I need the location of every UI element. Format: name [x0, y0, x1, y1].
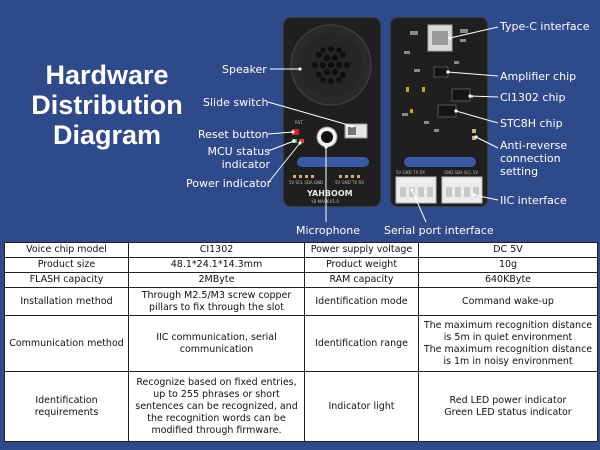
power-led-icon [299, 139, 304, 143]
spec-label: Power supply voltage [304, 242, 419, 258]
diagram-title: Hardware Distribution Diagram [22, 60, 192, 150]
spec-value: Red LED power indicator Green LED status… [418, 371, 598, 442]
spec-value-line: The maximum recognition distance is 1m i… [423, 343, 593, 367]
spec-value: 640KByte [418, 272, 598, 288]
spec-label: RAM capacity [304, 272, 419, 288]
callout-microphone: Microphone [296, 224, 361, 237]
anti-reverse-pads-icon [472, 129, 476, 140]
spec-label: Identification requirements [4, 371, 129, 442]
callout-power-indicator: Power indicator [186, 177, 272, 190]
table-row: FLASH capacity 2MByte RAM capacity 640KB… [4, 272, 598, 288]
back-mount-slot [404, 157, 476, 167]
callout-amplifier: Amplifier chip [500, 70, 577, 83]
reset-button-icon [292, 129, 299, 135]
spec-value: Through M2.5/M3 screw copper pillars to … [128, 287, 305, 316]
title-line-3: Diagram [52, 120, 162, 150]
spec-value: Recognize based on fixed entries, up to … [128, 371, 305, 442]
callout-iic: IIC interface [500, 194, 567, 207]
title-line-2: Distribution [31, 90, 183, 120]
spec-value: 10g [418, 257, 598, 273]
spec-value-line: Green LED status indicator [444, 406, 572, 418]
spec-value: DC 5V [418, 242, 598, 258]
board-front: RST 5V SCL SDA GND 5V GND TX RX YAHBOOM … [283, 17, 381, 207]
spec-value: 2MByte [128, 272, 305, 288]
spec-label: Communication method [4, 315, 129, 372]
spec-label: Product size [4, 257, 129, 273]
table-row: Product size 48.1*24.1*14.3mm Product we… [4, 257, 598, 273]
table-row: Communication method IIC communication, … [4, 315, 598, 372]
callout-stc8h: STC8H chip [500, 117, 563, 130]
spec-label: Product weight [304, 257, 419, 273]
table-row: Voice chip model CI1302 Power supply vol… [4, 242, 598, 258]
spec-label: Identification range [304, 315, 419, 372]
spec-value: IIC communication, serial communication [128, 315, 305, 372]
spec-table: Voice chip model CI1302 Power supply vol… [4, 242, 598, 442]
callout-serial-port: Serial port interface [384, 224, 494, 237]
callout-mcu-status: MCU status indicator [207, 145, 270, 171]
speaker-holes [312, 46, 350, 84]
front-pin-headers [293, 175, 360, 178]
callout-slide-switch: Slide switch [203, 96, 269, 109]
callout-ci1302: CI1302 chip [500, 91, 566, 104]
callout-anti-reverse: Anti-reverse connection setting [500, 139, 568, 178]
mount-slot [297, 157, 369, 167]
table-row: Identification requirements Recognize ba… [4, 371, 598, 442]
spec-label: Installation method [4, 287, 129, 316]
spec-label: Indicator light [304, 371, 419, 442]
board-front-graphic [290, 24, 372, 178]
spec-value: The maximum recognition distance is 5m i… [418, 315, 598, 372]
title-line-1: Hardware [45, 60, 169, 90]
spec-value-line: Red LED power indicator [449, 394, 567, 406]
callout-lines [267, 26, 499, 223]
back-silk-pins-right: GND SDA SCL 5V [444, 170, 479, 175]
front-silk-pins-left: 5V SCL SDA GND [289, 180, 324, 185]
table-row: Installation method Through M2.5/M3 scre… [4, 287, 598, 316]
callout-type-c: Type-C interface [500, 20, 590, 33]
spec-value: 48.1*24.1*14.3mm [128, 257, 305, 273]
back-silk-pins-left: 5V GND TX RX [396, 170, 425, 175]
callout-reset-button: Reset button [198, 128, 269, 141]
spec-label: Identification mode [304, 287, 419, 316]
front-model: YB-MASK-V1.0 [311, 199, 339, 204]
spec-label: Voice chip model [4, 242, 129, 258]
spec-value: CI1302 [128, 242, 305, 258]
spec-value: Command wake-up [418, 287, 598, 316]
callout-speaker: Speaker [222, 63, 267, 76]
board-back-graphic [395, 24, 483, 204]
spec-value-line: The maximum recognition distance is 5m i… [423, 319, 593, 343]
front-silk-rst: RST [295, 120, 303, 125]
front-logo: YAHBOOM [307, 189, 353, 198]
front-silk-pins-right: 5V GND TX RX [335, 180, 364, 185]
board-back: 5V GND TX RX GND SDA SCL 5V [390, 17, 488, 207]
yellow-pads [406, 87, 425, 113]
spec-label: FLASH capacity [4, 272, 129, 288]
